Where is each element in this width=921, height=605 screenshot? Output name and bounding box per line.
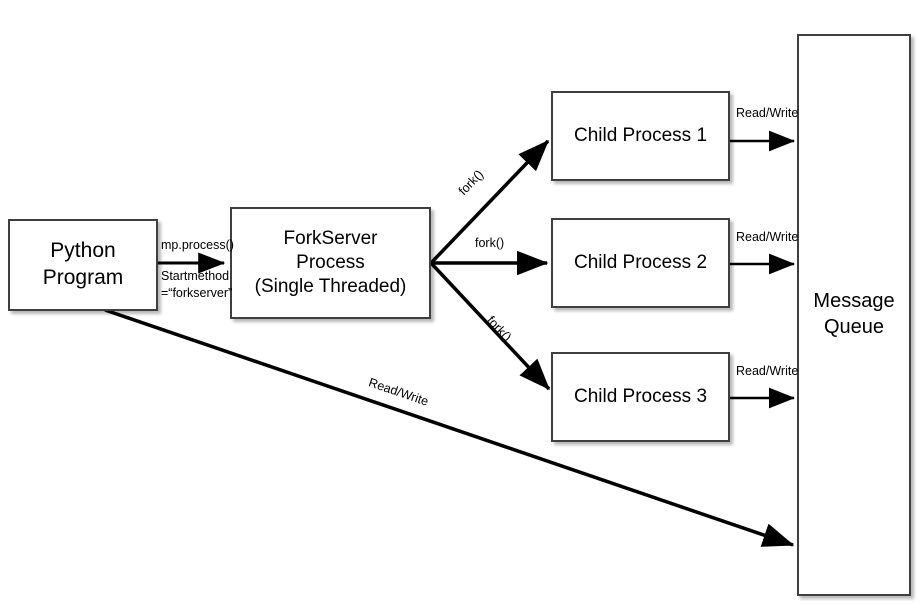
edge-label-fork-2: fork() (475, 236, 505, 250)
node-message-queue-label: Message Queue (813, 290, 895, 338)
node-message-queue[interactable]: Message Queue (797, 34, 911, 596)
node-child-process-2[interactable]: Child Process 2 (551, 218, 730, 308)
edge-label-read-write-child3: Read/Write (736, 364, 799, 378)
node-python-program-label: Python Program (42, 239, 124, 289)
node-child-process-1-label: Child Process 1 (573, 124, 708, 146)
edge-label-startmethod-line1: Startmethod (161, 269, 230, 283)
edge-label-read-write-python: Read/Write (366, 375, 431, 409)
node-child-process-2-label: Child Process 2 (573, 251, 708, 273)
node-forkserver-process[interactable]: ForkServer Process (Single Threaded) (230, 207, 431, 319)
edge-label-read-write-child2: Read/Write (736, 230, 799, 244)
node-forkserver-process-label: ForkServer Process (Single Threaded) (254, 227, 407, 298)
edge-label-startmethod-line2: =“forkserver” (161, 286, 233, 300)
node-child-process-3[interactable]: Child Process 3 (551, 352, 730, 442)
node-child-process-3-label: Child Process 3 (573, 385, 708, 407)
node-python-program[interactable]: Python Program (8, 219, 158, 311)
edge-label-read-write-child1: Read/Write (736, 106, 799, 120)
edge-label-fork-3: fork() (484, 313, 515, 345)
edge-label-fork-1: fork() (455, 167, 487, 198)
edge-label-mp-process: mp.process() (161, 238, 234, 252)
node-child-process-1[interactable]: Child Process 1 (551, 91, 730, 181)
